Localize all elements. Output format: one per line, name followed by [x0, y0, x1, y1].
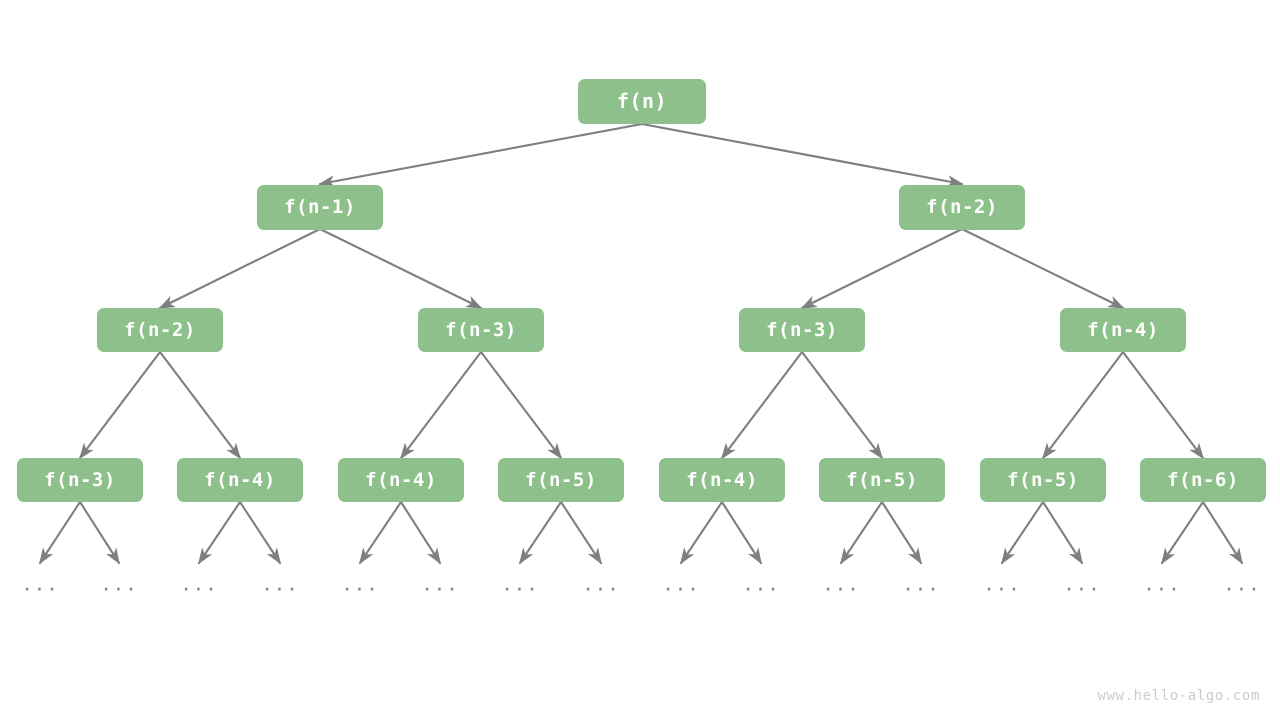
- tree-edge: [1201, 500, 1244, 565]
- tree-node-n7[interactable]: f(n-3): [17, 458, 143, 502]
- tree-edge: [839, 500, 884, 565]
- tree-node-n11[interactable]: f(n-4): [659, 458, 785, 502]
- tree-edge: [78, 500, 121, 565]
- ellipsis-marker: ...: [1143, 573, 1181, 596]
- ellipsis-marker: ...: [100, 573, 138, 596]
- ellipsis-marker: ...: [1223, 573, 1261, 596]
- ellipsis-marker: ...: [582, 573, 620, 596]
- tree-node-n0[interactable]: f(n): [578, 78, 706, 124]
- tree-edge: [78, 350, 162, 460]
- tree-edge: [679, 500, 724, 565]
- tree-edge: [238, 500, 282, 565]
- tree-node-label: f(n-4): [365, 468, 437, 491]
- tree-edge: [158, 350, 242, 460]
- tree-edge: [399, 500, 442, 565]
- tree-edge: [800, 350, 884, 460]
- tree-edge: [800, 227, 964, 310]
- tree-edge: [197, 500, 242, 565]
- tree-edge: [518, 500, 563, 565]
- ellipsis-marker: ...: [1063, 573, 1101, 596]
- tree-node-label: f(n-4): [1087, 318, 1159, 341]
- tree-node-label: f(n-3): [766, 318, 838, 341]
- tree-node-n14[interactable]: f(n-6): [1140, 458, 1266, 502]
- tree-node-n1[interactable]: f(n-1): [257, 184, 383, 230]
- tree-node-label: f(n-3): [44, 468, 116, 491]
- tree-node-n3[interactable]: f(n-2): [97, 308, 223, 352]
- tree-node-n2[interactable]: f(n-2): [899, 184, 1025, 230]
- tree-node-label: f(n-3): [445, 318, 517, 341]
- tree-node-label: f(n-6): [1167, 468, 1239, 491]
- ellipsis-marker: ...: [21, 573, 59, 596]
- tree-edge: [960, 227, 1125, 310]
- tree-node-label: f(n-4): [686, 468, 758, 491]
- tree-edge: [479, 350, 563, 460]
- tree-edge: [1121, 350, 1205, 460]
- tree-node-n4[interactable]: f(n-3): [418, 308, 544, 352]
- ellipsis-marker: ...: [742, 573, 780, 596]
- watermark: www.hello-algo.com: [1097, 688, 1260, 704]
- tree-edge: [318, 122, 644, 188]
- ellipsis-marker: ...: [180, 573, 218, 596]
- tree-node-label: f(n-5): [1007, 468, 1079, 491]
- tree-edge: [38, 500, 82, 565]
- ellipsis-marker: ...: [341, 573, 379, 596]
- tree-edge: [358, 500, 403, 565]
- tree-edge: [318, 227, 483, 310]
- tree-edge: [1041, 500, 1084, 565]
- tree-node-label: f(n-1): [284, 195, 356, 218]
- ellipsis-marker: ...: [983, 573, 1021, 596]
- tree-node-n12[interactable]: f(n-5): [819, 458, 945, 502]
- tree-edge: [1041, 350, 1125, 460]
- tree-node-label: f(n-5): [846, 468, 918, 491]
- tree-node-label: f(n): [616, 89, 668, 113]
- ellipsis-marker: ...: [662, 573, 700, 596]
- tree-node-n5[interactable]: f(n-3): [739, 308, 865, 352]
- tree-node-label: f(n-4): [204, 468, 276, 491]
- tree-node-n8[interactable]: f(n-4): [177, 458, 303, 502]
- tree-node-n9[interactable]: f(n-4): [338, 458, 464, 502]
- tree-edge: [1160, 500, 1205, 565]
- tree-edge: [880, 500, 923, 565]
- tree-node-n13[interactable]: f(n-5): [980, 458, 1106, 502]
- tree-node-label: f(n-2): [926, 195, 998, 218]
- tree-node-n6[interactable]: f(n-4): [1060, 308, 1186, 352]
- tree-node-label: f(n-2): [124, 318, 196, 341]
- tree-edge: [720, 350, 804, 460]
- ellipsis-marker: ...: [501, 573, 539, 596]
- tree-edge: [399, 350, 483, 460]
- ellipsis-marker: ...: [261, 573, 299, 596]
- tree-edge: [158, 227, 322, 310]
- tree-edge: [559, 500, 603, 565]
- ellipsis-marker: ...: [822, 573, 860, 596]
- tree-edge: [640, 122, 964, 188]
- tree-edge: [1000, 500, 1045, 565]
- tree-node-label: f(n-5): [525, 468, 597, 491]
- tree-edge: [720, 500, 763, 565]
- ellipsis-marker: ...: [421, 573, 459, 596]
- ellipsis-marker: ...: [902, 573, 940, 596]
- tree-node-n10[interactable]: f(n-5): [498, 458, 624, 502]
